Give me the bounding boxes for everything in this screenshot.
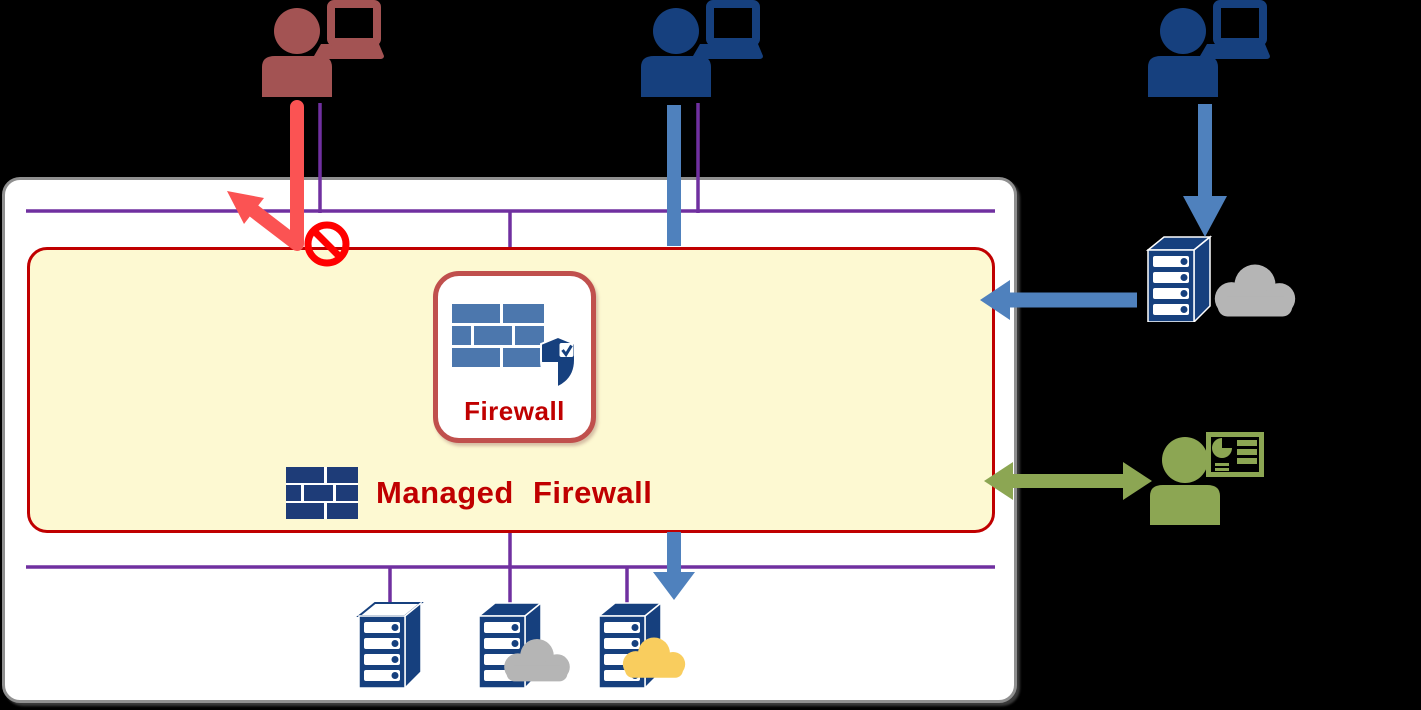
report-card-icon <box>1206 432 1264 477</box>
firewall-card: Firewall <box>433 271 596 443</box>
server-icon <box>356 601 424 688</box>
remote-user-laptop-icon <box>1148 0 1270 97</box>
managed-firewall-caption: Managed Firewall <box>286 467 652 519</box>
cloud-yellow-icon <box>622 637 686 678</box>
bricks <box>286 467 358 519</box>
firewall-card-label: Firewall <box>464 396 565 426</box>
remote-access-server-icon <box>1145 235 1213 322</box>
firewall-brick-shield-icon <box>451 304 576 389</box>
user-laptop-icon <box>641 0 763 97</box>
brick-wall-icon <box>286 467 358 519</box>
attacker-user-laptop-icon <box>262 0 384 97</box>
brick-wall <box>451 304 544 367</box>
managed-firewall-zone: Firewall Managed Firewall <box>27 247 995 533</box>
managed-firewall-label: Managed Firewall <box>376 475 653 510</box>
purple-network-lines <box>26 103 995 604</box>
remote-access-left-arrow <box>980 280 1137 320</box>
prohibition-icon <box>304 221 350 267</box>
internet-cloud-icon <box>1214 264 1296 317</box>
user-traffic-lower-arrow <box>653 532 695 600</box>
operator-user-icon <box>1150 437 1220 525</box>
blocked-attack-arrow <box>227 100 304 251</box>
management-double-arrow <box>984 462 1152 500</box>
cloud-gray-icon <box>504 639 570 682</box>
remote-user-down-arrow <box>1183 104 1227 237</box>
